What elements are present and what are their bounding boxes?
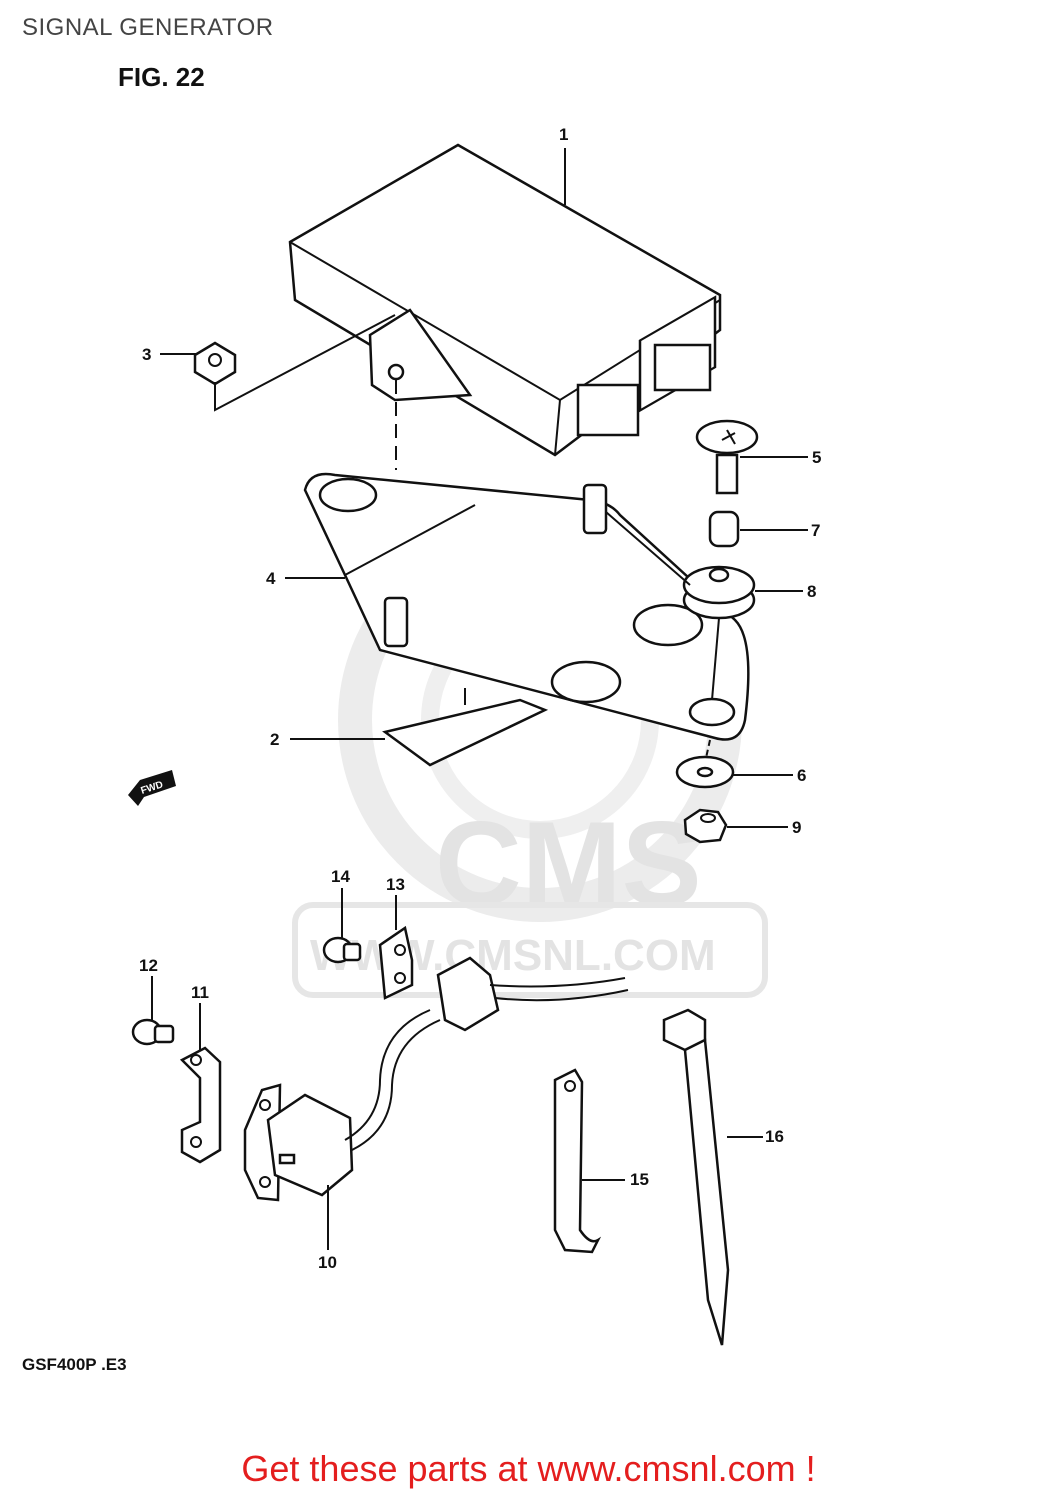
part-screw-12 <box>131 1018 175 1046</box>
exploded-parts-diagram: CMS WWW.CMSNL.COM FIG. 22 <box>22 62 821 1374</box>
page-title: SIGNAL GENERATOR <box>22 14 274 41</box>
part-cable-tie-16 <box>662 1008 730 1346</box>
get-parts-link[interactable]: Get these parts at www.cmsnl.com ! <box>241 1448 816 1489</box>
watermark-url: WWW.CMSNL.COM <box>310 931 716 980</box>
figure-label: FIG. 22 <box>118 62 205 92</box>
callout-6: 6 <box>797 766 806 785</box>
callout-12: 12 <box>139 956 158 975</box>
callout-10: 10 <box>318 1253 337 1272</box>
leader-lines <box>151 148 808 1250</box>
callout-15: 15 <box>630 1170 649 1189</box>
callout-8: 8 <box>807 582 816 601</box>
callout-5: 5 <box>812 448 821 467</box>
callout-13: 13 <box>386 875 405 894</box>
part-pickup-10 <box>243 956 629 1202</box>
part-cushion-2 <box>382 688 549 767</box>
part-collar-7 <box>708 510 740 548</box>
part-strap-15 <box>553 1068 602 1254</box>
callout-14: 14 <box>331 867 350 886</box>
fwd-arrow-icon: FWD <box>128 770 176 806</box>
part-control-unit <box>288 143 722 457</box>
callout-4: 4 <box>266 569 276 588</box>
watermark-logo: CMS <box>435 797 702 931</box>
part-screw-5 <box>695 419 759 495</box>
callout-1: 1 <box>559 125 568 144</box>
part-clamp-13 <box>378 925 414 1000</box>
callout-2: 2 <box>270 730 279 749</box>
part-nut-3 <box>193 341 237 386</box>
callout-labels: 1 2 3 4 5 6 7 8 9 10 11 12 13 14 15 16 <box>139 125 821 1272</box>
callout-3: 3 <box>142 345 151 364</box>
callout-16: 16 <box>765 1127 784 1146</box>
callout-11: 11 <box>191 983 209 1002</box>
callout-7: 7 <box>811 521 820 540</box>
part-washer-6 <box>675 755 735 789</box>
part-bracket-11 <box>179 1046 222 1164</box>
part-nut-9 <box>683 808 728 844</box>
part-screw-14 <box>322 936 362 964</box>
model-code: GSF400P .E3 <box>22 1355 127 1374</box>
part-grommet-8 <box>682 565 756 620</box>
callout-9: 9 <box>792 818 801 837</box>
